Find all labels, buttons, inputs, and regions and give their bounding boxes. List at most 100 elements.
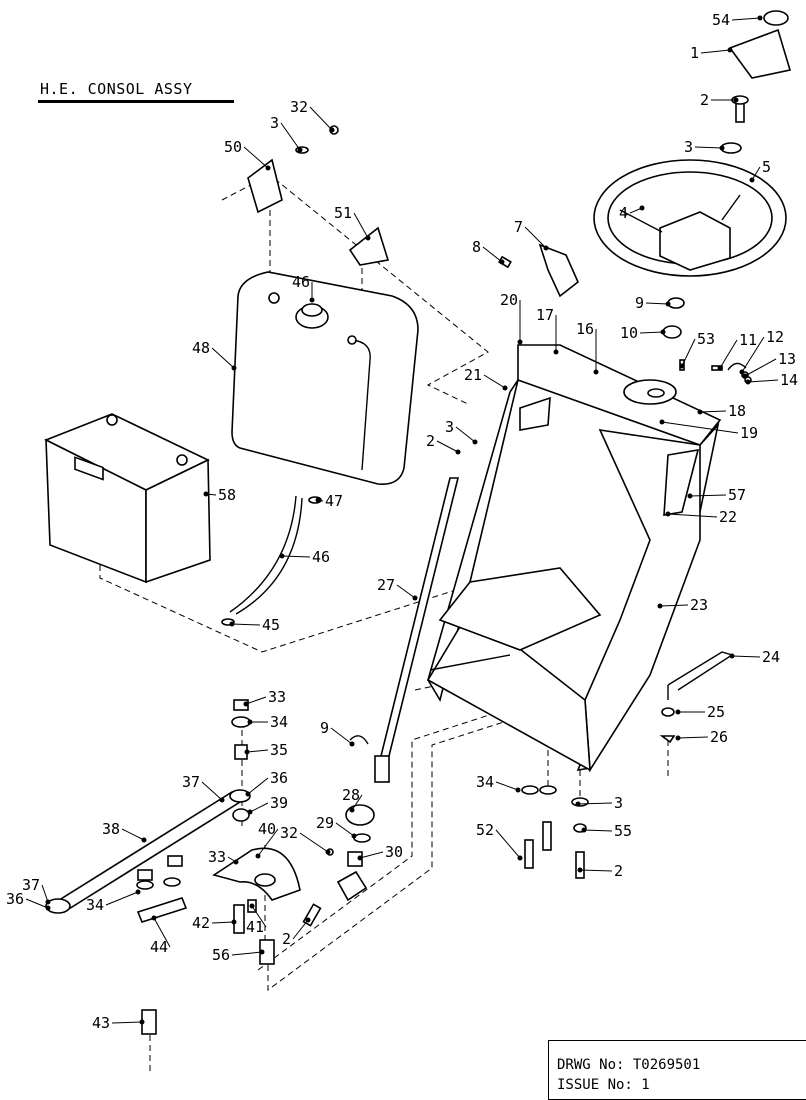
leader-dot [581, 827, 587, 833]
leader-dot [575, 801, 581, 807]
callout-number: 13 [778, 350, 796, 368]
leader-line [495, 781, 519, 791]
callout-number: 8 [472, 238, 481, 256]
leader-dot [243, 701, 249, 707]
callout-number: 50 [224, 138, 242, 156]
leader-line [639, 331, 664, 334]
callout-number: 27 [377, 576, 395, 594]
leader-line [299, 832, 329, 853]
leader-dot [455, 449, 461, 455]
callout-number: 2 [614, 862, 623, 880]
leader-dot [233, 859, 239, 865]
leader-dot [665, 511, 671, 517]
leader-dot [244, 749, 250, 755]
leader-dot [329, 127, 335, 133]
leader-dot [657, 603, 663, 609]
callout-number: 2 [426, 432, 435, 450]
leader-line [744, 358, 777, 377]
callout-number: 46 [312, 548, 330, 566]
leader-dot [687, 493, 693, 499]
leader-line [455, 426, 476, 443]
tank-bracket-50 [247, 158, 283, 214]
leader-line [243, 146, 269, 169]
console-side-panel [663, 449, 700, 516]
callout-number: 32 [280, 824, 298, 842]
callout-number: 51 [334, 204, 352, 222]
callout-number: 37 [22, 876, 40, 894]
callout-number: 54 [712, 11, 730, 29]
leader-dot [231, 365, 237, 371]
leader-line [25, 898, 49, 909]
leader-dot [305, 917, 311, 923]
leader-dot [659, 419, 665, 425]
leader-line [351, 794, 363, 811]
lever-handle [667, 651, 734, 691]
leader-dot [749, 177, 755, 183]
bolt-2 [575, 851, 585, 879]
console-bottom-fasteners [521, 785, 589, 879]
leader-dot [717, 365, 723, 371]
drwg-label: DRWG No: [557, 1057, 633, 1073]
callout-number: 57 [728, 486, 746, 504]
callout-number: 4 [619, 204, 628, 222]
leader-line [251, 905, 267, 928]
leader-dot [231, 919, 237, 925]
washer-34 [231, 716, 251, 728]
leader-dot [151, 915, 157, 921]
leader-line [751, 166, 761, 181]
callout-number: 36 [270, 769, 288, 787]
clip-12 [727, 362, 747, 371]
leader-line [436, 440, 459, 453]
leader-dot [247, 719, 253, 725]
callout-number: 12 [766, 328, 784, 346]
leader-dot [351, 833, 357, 839]
leader-line [747, 379, 779, 383]
callout-number: 23 [690, 596, 708, 614]
callout-number: 17 [536, 306, 554, 324]
callout-number: 3 [270, 114, 279, 132]
leader-line [105, 891, 139, 906]
leader-dot [297, 147, 303, 153]
leader-line [211, 921, 235, 924]
callout-number: 45 [262, 616, 280, 634]
leader-dot [697, 409, 703, 415]
leader-dot [45, 899, 51, 905]
leader-dot [719, 145, 725, 151]
leader-line [731, 17, 761, 21]
leader-line [677, 736, 709, 739]
callout-number: 1 [690, 44, 699, 62]
leader-line [579, 869, 613, 872]
battery [44, 413, 211, 584]
callout-number: 25 [707, 703, 725, 721]
console-top-panel [517, 344, 722, 446]
leader-line [396, 584, 416, 599]
bolt-52a [524, 839, 534, 869]
rod-end-36 [229, 789, 251, 803]
callout-number: 55 [614, 822, 632, 840]
callout-number: 47 [325, 492, 343, 510]
callout-number: 30 [385, 843, 403, 861]
callout-number: 56 [212, 946, 230, 964]
leader-line [667, 513, 718, 518]
leader-line [41, 884, 49, 903]
leader-dot [639, 205, 645, 211]
leader-dot [515, 787, 521, 793]
leader-line [731, 655, 761, 658]
issue-number: 1 [641, 1077, 650, 1093]
leader-line [719, 339, 738, 369]
callout-number: 33 [268, 688, 286, 706]
leader-line [483, 374, 506, 389]
leader-dot [135, 889, 141, 895]
battery-side [145, 458, 211, 584]
shaft-clip [349, 735, 369, 745]
hub-cover-cap [728, 28, 792, 79]
leader-line [249, 802, 269, 813]
leader-line [153, 917, 171, 948]
bolt-52b [542, 821, 552, 851]
lever-clip [659, 735, 676, 744]
leader-dot [733, 97, 739, 103]
callout-number: 7 [514, 218, 523, 236]
drawing-number-row: DRWG No: T0269501 [557, 1055, 806, 1075]
callout-number: 9 [320, 719, 329, 737]
